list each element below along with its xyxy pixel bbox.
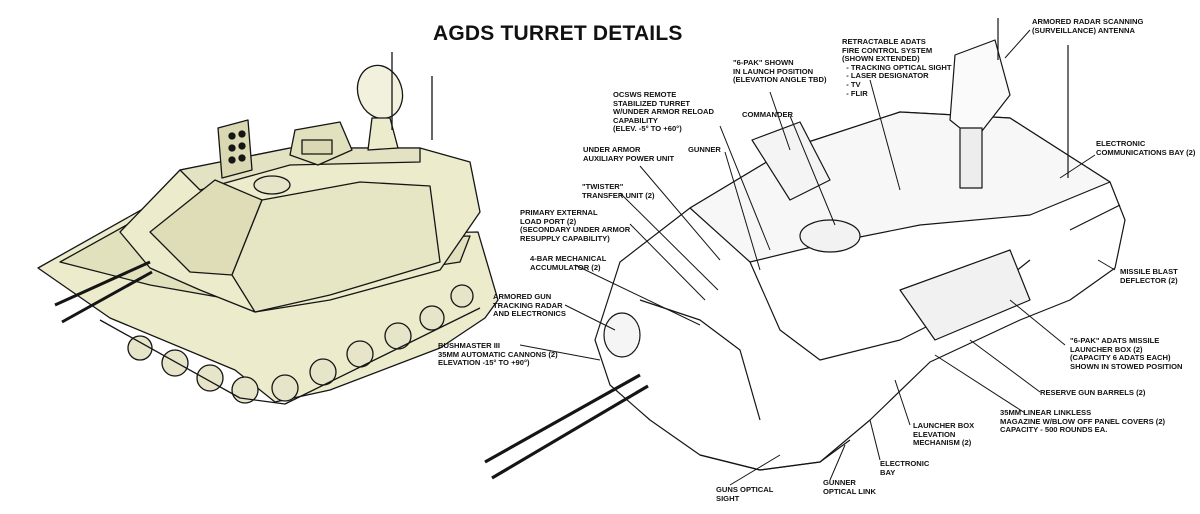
label-twister-transfer: "TWISTER" TRANSFER UNIT (2) [582,182,655,200]
label-gunner: GUNNER [688,145,721,154]
label-commander: COMMANDER [742,110,794,119]
label-electronic-bay: ELECTRONIC BAY [880,459,930,477]
label-apu: UNDER ARMOR AUXILIARY POWER UNIT [583,145,675,163]
tank-exterior-view [37,52,499,405]
label-radar-antenna: ARMORED RADAR SCANNING (SURVEILLANCE) AN… [1032,17,1144,35]
label-reserve-barrels: RESERVE GUN BARRELS (2) [1040,388,1146,397]
leader-lines [519,29,1116,486]
label-accumulator: 4-BAR MECHANICAL ACCUMULATOR (2) [530,254,607,272]
diagram-title: AGDS TURRET DETAILS [433,22,683,45]
turret-cutaway-view [484,18,1126,480]
label-bushmaster: BUSHMASTER III 35mm AUTOMATIC CANNONS (2… [438,341,558,368]
label-magazine: 35mm LINEAR LINKLESS MAGAZINE W/BLOW OFF… [1000,408,1166,435]
label-six-pak-launch: "6-PAK" SHOWN IN LAUNCH POSITION (ELEVAT… [733,58,827,85]
label-gunner-optical-link: GUNNER OPTICAL LINK [823,478,877,496]
label-tracking-radar: ARMORED GUN TRACKING RADAR AND ELECTRONI… [493,292,566,319]
label-ocsws-turret: OCSWS REMOTE STABILIZED TURRET W/UNDER A… [613,90,714,134]
label-adats-fire-control: RETRACTABLE ADATS FIRE CONTROL SYSTEM (S… [842,37,952,98]
label-launcher-elevation: LAUNCHER BOX ELEVATION MECHANISM (2) [913,421,975,448]
label-load-port: PRIMARY EXTERNAL LOAD PORT (2) (SECONDAR… [520,208,631,243]
label-guns-optical-sight: GUNS OPTICAL SIGHT [716,485,774,503]
label-blast-deflector: MISSILE BLAST DEFLECTOR (2) [1120,267,1178,285]
label-launcher-box: "6-PAK" ADATS MISSILE LAUNCHER BOX (2) (… [1070,336,1183,371]
label-comms-bay: ELECTRONIC COMMUNICATIONS BAY (2) [1096,139,1196,157]
